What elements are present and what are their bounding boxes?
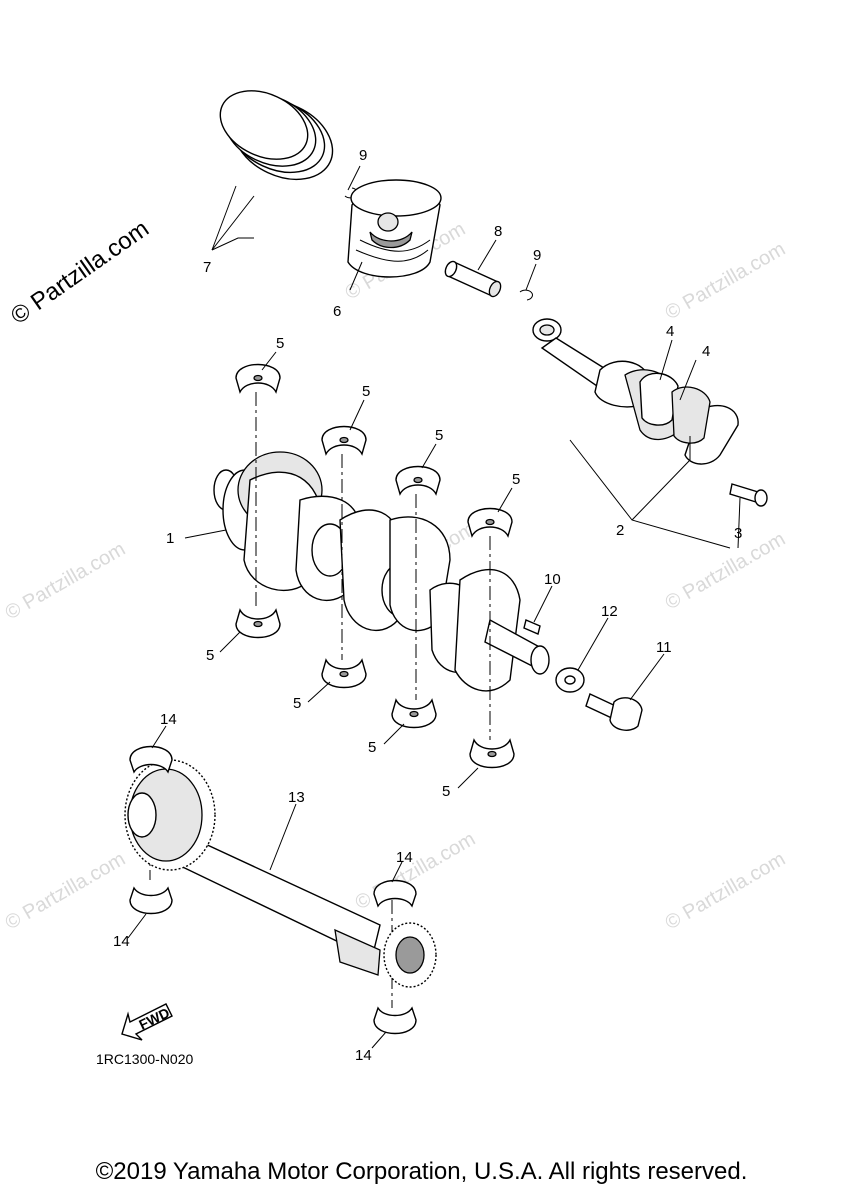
balancer-bearing-2 [129, 886, 173, 915]
conrod-bearing-upper [639, 372, 679, 426]
label-5-lower-3: 5 [368, 739, 376, 756]
conrod-bolt [729, 483, 768, 507]
leader-lines [127, 165, 741, 1049]
watermark-text: © Partzilla.com [662, 238, 790, 324]
label-1: 1 [166, 530, 174, 547]
label-14-c: 14 [113, 933, 130, 950]
flange-bolt [585, 693, 643, 731]
label-8: 8 [494, 223, 502, 240]
label-5-upper-4: 5 [512, 471, 520, 488]
main-bearing-upper-3 [395, 465, 441, 496]
copyright-notice: ©2019 Yamaha Motor Corporation, U.S.A. A… [95, 1158, 748, 1185]
diagram-code: 1RC1300-N020 [96, 1051, 193, 1067]
label-9-upper: 9 [359, 147, 367, 164]
label-6: 6 [333, 303, 341, 320]
main-bearing-lower-3 [391, 698, 437, 729]
watermark-text: © Partzilla.com [2, 538, 130, 624]
balancer-bearing-3 [373, 879, 417, 908]
main-bearing-upper-4 [467, 507, 513, 538]
balancer-shaft [124, 759, 437, 988]
label-4-left: 4 [666, 323, 674, 340]
label-5-upper-3: 5 [435, 427, 443, 444]
label-2: 2 [616, 522, 624, 539]
balancer-bearing-1 [129, 745, 173, 774]
label-3: 3 [734, 525, 742, 542]
crankshaft [213, 451, 550, 692]
watermark-text: © Partzilla.com [662, 848, 790, 934]
watermark-text: © Partzilla.com [352, 828, 480, 914]
label-12: 12 [601, 603, 618, 620]
watermark-text: © Partzilla.com [662, 528, 790, 614]
circlip-lower [519, 289, 533, 301]
conrod-bearing-lower [671, 386, 711, 444]
balancer-bearing-4 [373, 1006, 417, 1035]
label-7: 7 [203, 259, 211, 276]
main-bearing-upper-1 [235, 363, 281, 394]
label-5-upper-2: 5 [362, 383, 370, 400]
fwd-arrow-icon: FWD [121, 1003, 173, 1041]
piston-pin [444, 260, 502, 298]
piston-rings [219, 90, 334, 181]
label-5-lower-2: 5 [293, 695, 301, 712]
crank-key [523, 619, 541, 635]
label-11: 11 [656, 639, 672, 656]
label-14-d: 14 [355, 1047, 372, 1064]
callout-labels: 7 6 9 8 9 4 4 5 5 5 5 1 2 3 10 12 11 5 5… [113, 147, 742, 1064]
washer [555, 667, 585, 693]
label-5-lower-4: 5 [442, 783, 450, 800]
fwd-label: FWD [136, 1004, 172, 1032]
label-4-right: 4 [702, 343, 710, 360]
piston [347, 179, 442, 278]
label-5-upper-1: 5 [276, 335, 284, 352]
watermark-text: © Partzilla.com [2, 848, 130, 934]
main-bearing-lower-4 [469, 738, 515, 769]
label-5-lower-1: 5 [206, 647, 214, 664]
main-bearing-upper-2 [321, 425, 367, 456]
label-9-lower: 9 [533, 247, 541, 264]
main-bearing-lower-1 [235, 608, 281, 639]
main-bearing-lower-2 [321, 658, 367, 689]
connecting-rod [532, 318, 739, 465]
label-14-a: 14 [160, 711, 177, 728]
label-10: 10 [544, 571, 561, 588]
watermark-main: © Partzilla.com [6, 215, 154, 330]
label-14-b: 14 [396, 849, 413, 866]
label-13: 13 [288, 789, 305, 806]
